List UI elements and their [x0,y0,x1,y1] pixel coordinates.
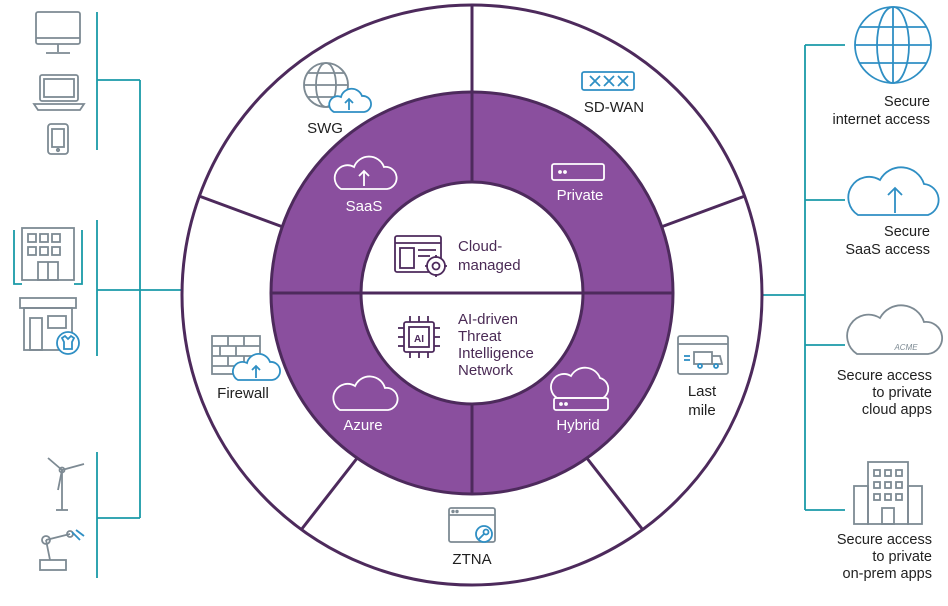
private-label: Private [557,187,604,204]
laptop-icon [32,74,86,111]
office-building-icon [21,227,75,281]
private-server-icon [551,163,605,181]
onprem-outcome-line1: Secure access [837,532,932,548]
globe-icon [854,6,932,84]
internet-outcome-line2: internet access [832,112,930,128]
acme-cloud-icon [846,304,943,355]
shirt-badge-icon [56,331,80,355]
firewall-label: Firewall [217,385,269,402]
firewall-cloud-upload-icon [231,353,281,381]
saas-cloud-upload-icon [333,155,398,190]
outer-ring-dividers [198,5,746,531]
onprem-outcome-line3: on-prem apps [843,566,932,582]
cloud-managed-label-line1: Cloud- [458,238,502,255]
saas-label: SaaS [346,198,383,215]
cloud-managed-label-line2: managed [458,257,521,274]
mobile-phone-icon [47,123,69,155]
robot-gripper-accent [71,529,85,541]
ztna-browser-icon [448,507,496,543]
acme-cloud-text: ACME [893,343,918,352]
wind-turbine-icon [47,457,85,511]
retail-store-icon [19,297,77,351]
swg-globe-icon [303,62,349,108]
ai-network-label-line4: Network [458,362,514,379]
desktop-monitor-icon [35,11,81,54]
swg-cloud-upload-icon [328,87,372,113]
azure-label: Azure [343,417,382,434]
robot-arm-icon [39,530,74,571]
ai-chip-text: AI [414,334,424,345]
office-tower-icon [853,461,923,525]
ai-network-label-line3: Intelligence [458,345,534,362]
swg-label: SWG [307,120,343,137]
cloud-upload-icon [847,166,940,216]
right-connector-lines [760,44,845,511]
ztna-label: ZTNA [452,551,491,568]
saas-outcome-line1: Secure [884,224,930,240]
cloud-apps-outcome-line1: Secure access [837,368,932,384]
cloud-apps-outcome-line2: to private [872,385,932,401]
office-bracket [13,230,83,285]
last-mile-label-line2: mile [688,402,716,419]
ai-chip-icon [398,316,440,358]
saas-outcome-line2: SaaS access [845,242,930,258]
cloud-managed-dashboard-icon [394,235,442,273]
sd-wan-icon [581,71,635,91]
left-connector-lines [96,12,186,578]
hybrid-cloud-server-icon [550,366,610,411]
sd-wan-label: SD-WAN [584,99,644,116]
ai-network-label-line2: Threat [458,328,502,345]
last-mile-label-line1: Last [688,383,717,400]
last-mile-truck-accent [684,355,719,369]
ztna-key-icon [475,525,493,543]
gear-icon [425,255,447,277]
ai-network-label-line1: AI-driven [458,311,518,328]
onprem-outcome-line2: to private [872,549,932,565]
internet-outcome-line1: Secure [884,94,930,110]
cloud-apps-outcome-line3: cloud apps [862,402,932,418]
hybrid-label: Hybrid [556,417,599,434]
azure-cloud-icon [332,375,399,411]
last-mile-truck-icon [677,335,729,375]
